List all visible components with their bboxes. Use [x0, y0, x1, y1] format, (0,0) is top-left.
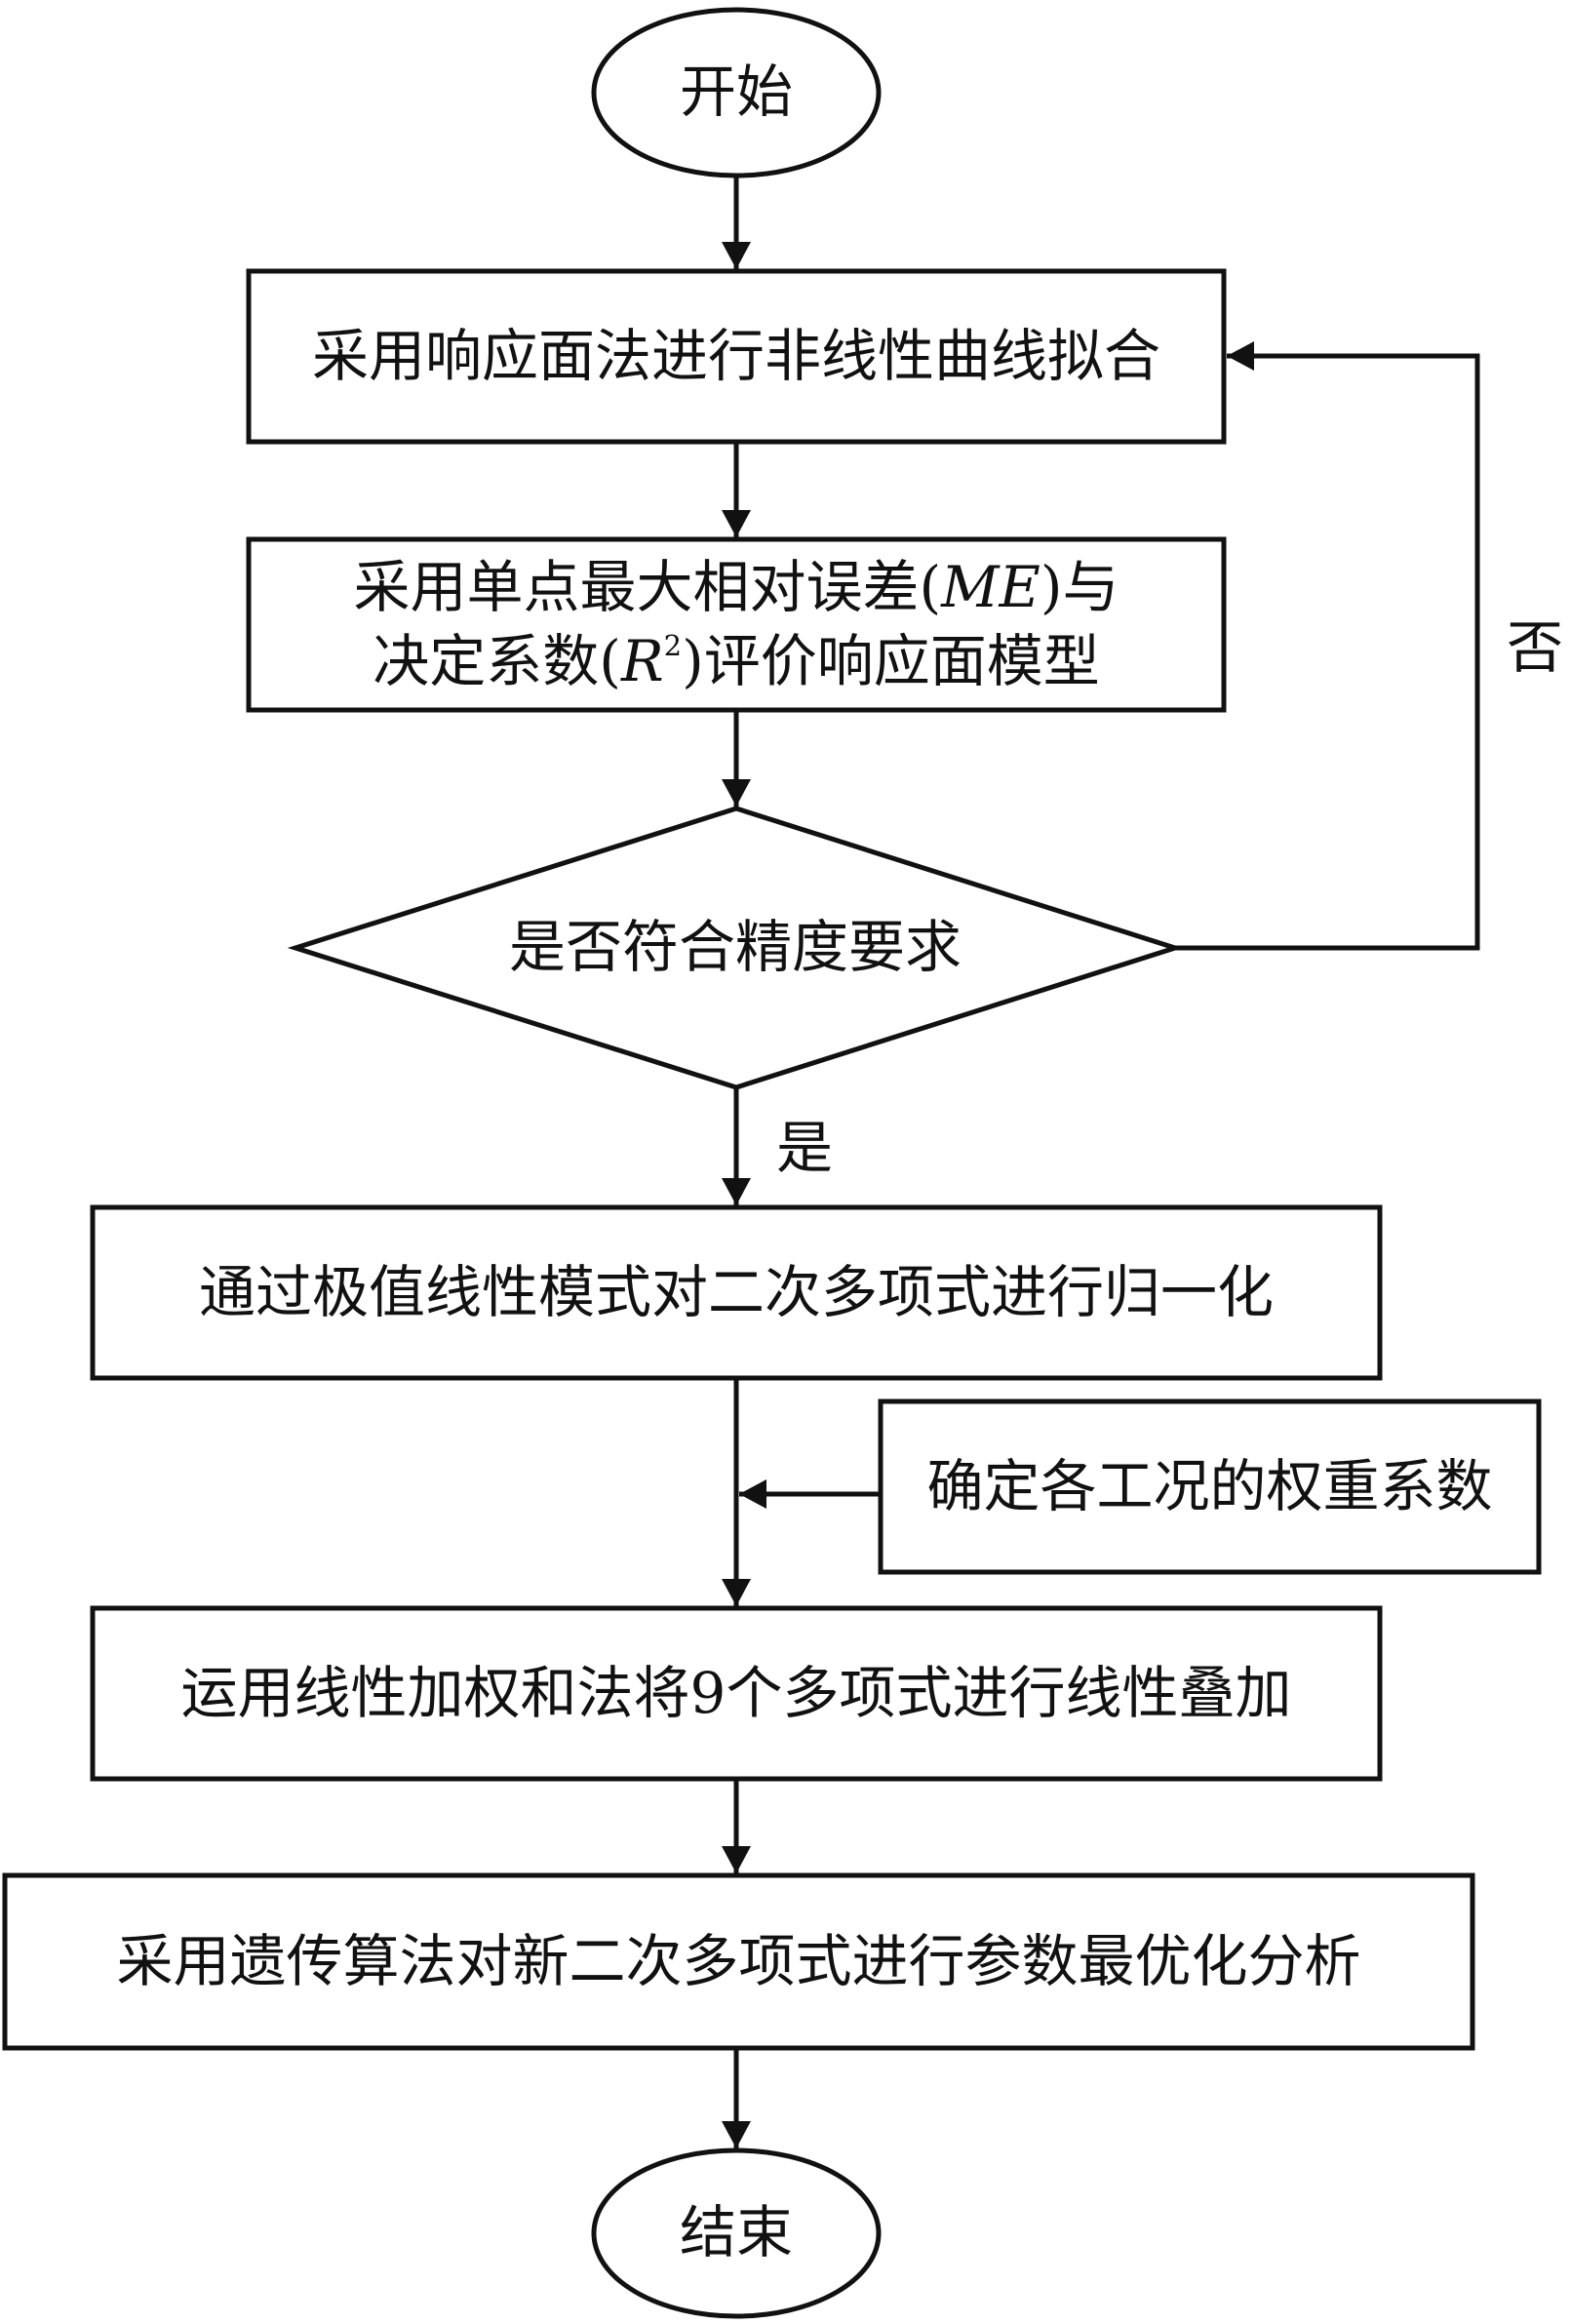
optimize-label: 采用遗传算法对新二次多项式进行参数最优化分析 — [116, 1927, 1361, 1994]
end-terminal — [591, 2147, 882, 2319]
decision-label: 是否符合精度要求 — [508, 914, 962, 981]
fit-label: 采用响应面法进行非线性曲线拟合 — [311, 322, 1160, 389]
end-label: 结束 — [679, 2199, 793, 2266]
evaluate-label-line-2: 决定系数(R2)评价响应面模型 — [373, 627, 1100, 694]
weights-process-box — [878, 1398, 1542, 1575]
start-label: 开始 — [679, 59, 793, 126]
no-edge-label: 否 — [1507, 614, 1564, 682]
evaluate-label: 采用单点最大相对误差(ME)与 决定系数(R2)评价响应面模型 — [249, 539, 1224, 710]
arrow-decision-no-loop — [1175, 341, 1480, 951]
yes-edge-label: 是 — [775, 1115, 833, 1182]
superpose-label: 运用线性加权和法将9个多项式进行线性叠加 — [180, 1659, 1292, 1726]
evaluate-label-line-1: 采用单点最大相对误差(ME)与 — [353, 554, 1119, 621]
normalize-label: 通过极值线性模式对二次多项式进行归一化 — [198, 1258, 1274, 1325]
weights-label: 确定各工况的权重系数 — [926, 1452, 1493, 1519]
